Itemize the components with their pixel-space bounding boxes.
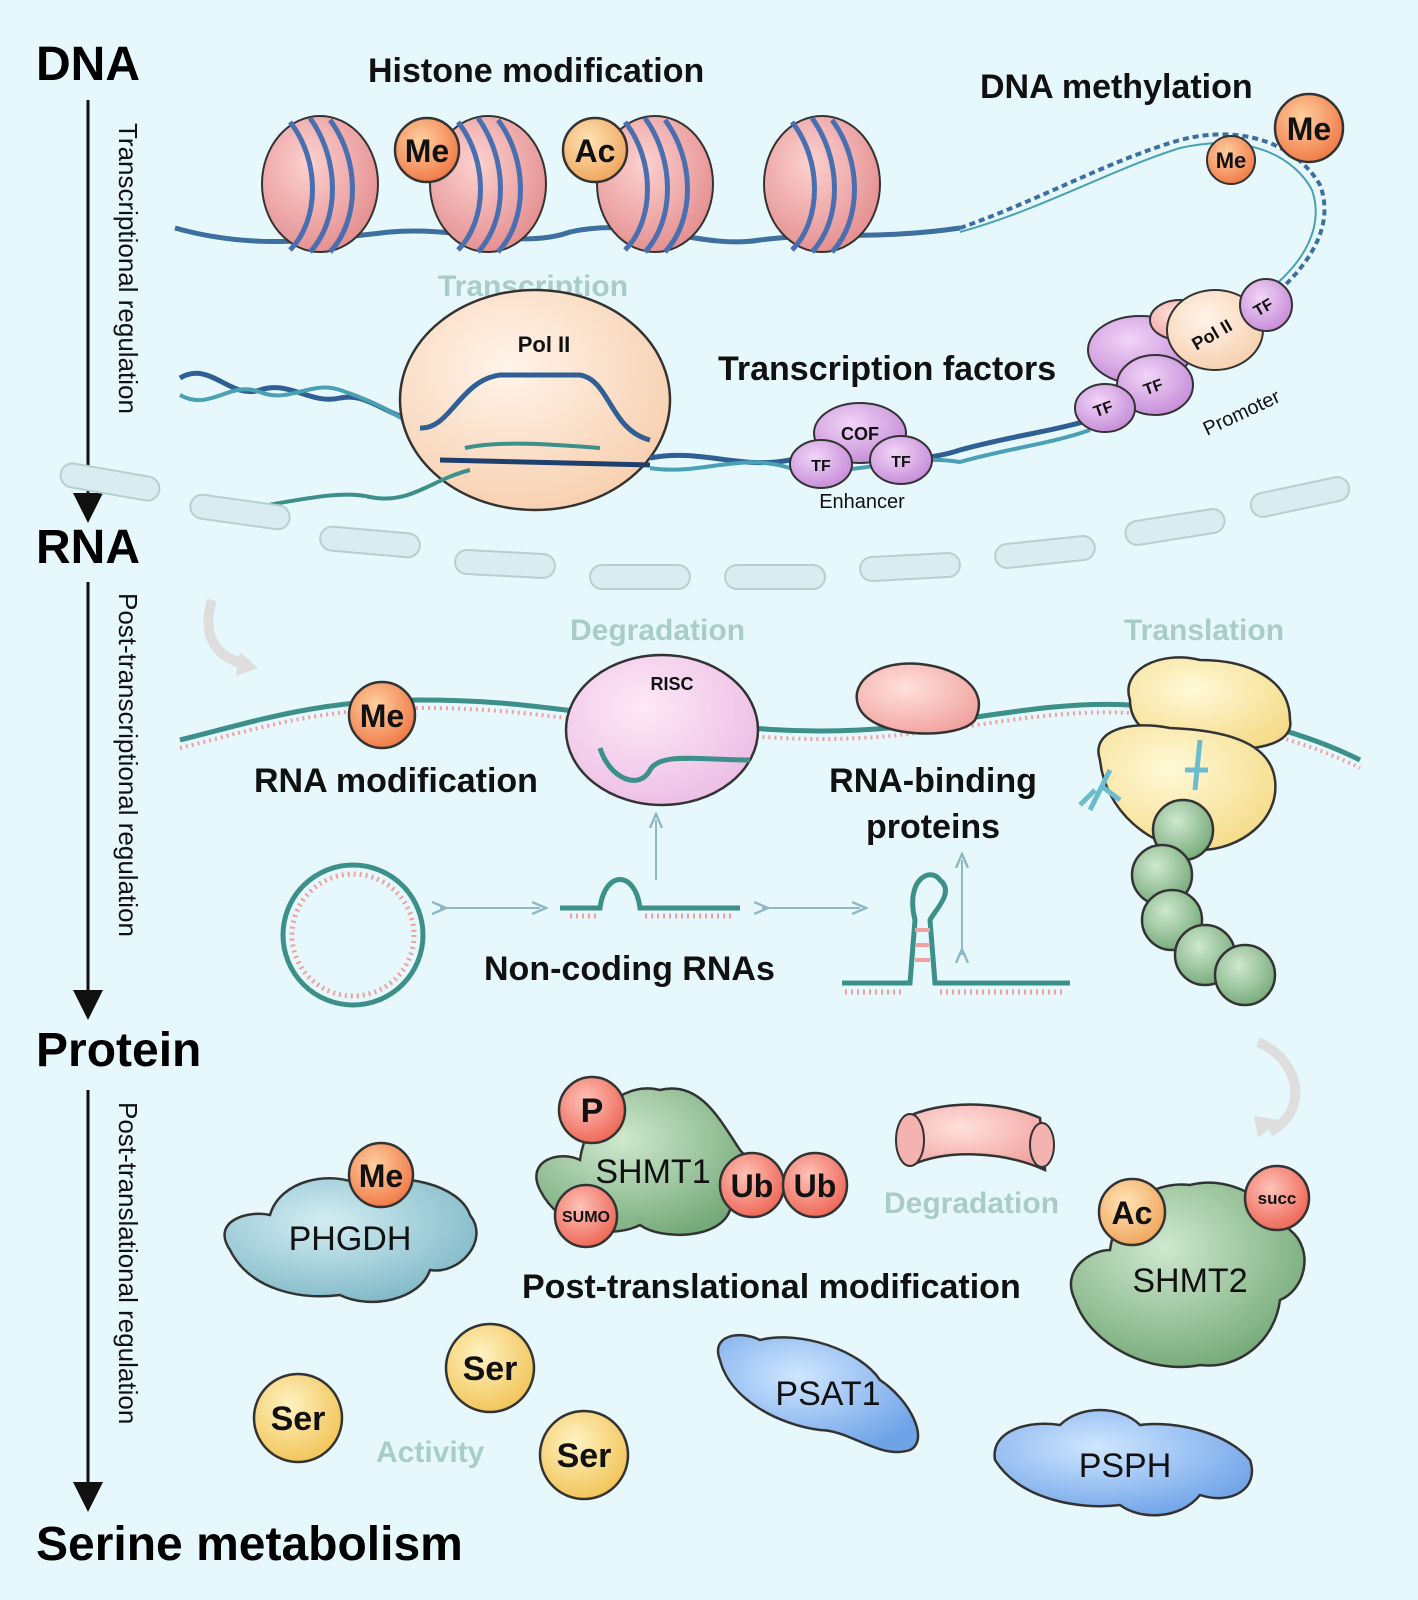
stage-protein: Protein: [36, 1024, 201, 1077]
svg-text:Me: Me: [1216, 148, 1247, 173]
svg-text:Ser: Ser: [271, 1400, 326, 1438]
tf-label: TF: [1141, 376, 1165, 399]
promoter-label: Promoter: [1200, 386, 1284, 441]
label-transcriptional-regulation: Transcriptional regulation: [113, 123, 143, 414]
psph-protein: PSPH: [993, 1408, 1254, 1517]
shmt1-label: SHMT1: [595, 1153, 710, 1191]
mirna-structure: [560, 877, 740, 919]
ubiquitin-badge: Ub: [718, 1151, 786, 1219]
dna-helix-right-b: [649, 428, 1091, 473]
stage-dna: DNA: [36, 38, 140, 91]
enhancer-complex: COF TF TF Enhancer: [789, 402, 933, 513]
rna-section: Degradation Translation Me RNA modificat…: [179, 598, 1362, 1008]
svg-text:Ac: Ac: [575, 133, 616, 169]
non-coding-rnas-label: Non-coding RNAs: [484, 950, 775, 988]
tf-label: TF: [811, 458, 831, 475]
rna-methyl-badge: Me: [347, 680, 417, 750]
risc-complex: RISC: [564, 653, 760, 807]
polypeptide-chain: [1130, 798, 1277, 1007]
curved-arrow-head-icon: [1254, 1116, 1280, 1138]
pol-ii-label: Pol II: [518, 332, 571, 357]
proteasome-icon: [895, 1103, 1055, 1173]
curved-arrow-icon: [203, 598, 251, 670]
curved-arrow-head-icon: [236, 652, 258, 676]
label-post-transcriptional-regulation: Post-transcriptional regulation: [113, 593, 143, 937]
lncrna-hairpin: [842, 872, 1070, 995]
transcription-section: Transcription Pol II Transcription facto…: [178, 270, 1293, 513]
ubiquitin-badge: Ub: [781, 1151, 849, 1219]
svg-text:Me: Me: [359, 1158, 403, 1194]
dna-methylation-title: DNA methylation: [980, 68, 1253, 106]
tf-label: TF: [891, 454, 911, 471]
psat1-protein: PSAT1: [716, 1333, 920, 1454]
enhancer-label: Enhancer: [819, 491, 905, 513]
stage-rna: RNA: [36, 521, 140, 574]
dna-helix-left-b: [179, 385, 422, 432]
serine-molecule: Ser: [538, 1409, 630, 1501]
risc-label: RISC: [650, 674, 693, 694]
phgdh-protein: PHGDH: [223, 1177, 478, 1304]
svg-text:Me: Me: [1287, 111, 1331, 147]
pol-ii-complex: Pol II: [398, 288, 672, 512]
shmt2-label: SHMT2: [1132, 1262, 1247, 1300]
phospho-badge: P: [557, 1075, 627, 1145]
histone-section: Histone modification Me Ac: [174, 52, 961, 254]
dna-methyl-badge-small: Me: [1206, 135, 1256, 185]
svg-text:Ub: Ub: [731, 1168, 774, 1204]
phgdh-methyl-badge: Me: [347, 1141, 415, 1209]
activity-label: Activity: [376, 1436, 485, 1469]
tf-label: TF: [1091, 398, 1115, 421]
rna-binding-label-1: RNA-binding: [829, 762, 1037, 800]
shmt2-protein: SHMT2: [1069, 1181, 1306, 1369]
ptm-label: Post-translational modification: [522, 1268, 1021, 1306]
cof-label: COF: [841, 424, 879, 444]
nucleosome: [763, 115, 881, 254]
histone-acetyl-badge: Ac: [561, 116, 629, 184]
label-post-translational-regulation: Post-translational regulation: [113, 1102, 143, 1424]
dna-helix-upper-b: [959, 142, 1317, 287]
translation-label: Translation: [1124, 614, 1284, 647]
rna-degradation-label: Degradation: [570, 614, 745, 647]
serine-molecule: Ser: [444, 1322, 536, 1414]
nascent-rna: [249, 468, 471, 510]
psat1-label: PSAT1: [775, 1375, 880, 1413]
svg-text:succ: succ: [1258, 1189, 1297, 1208]
left-axis: DNA Transcriptional regulation RNA Post-…: [36, 38, 463, 1571]
succinyl-badge: succ: [1243, 1164, 1311, 1232]
circular-rna: [280, 862, 426, 1008]
rna-modification-label: RNA modification: [254, 762, 538, 800]
svg-text:SUMO: SUMO: [562, 1209, 610, 1226]
rna-binding-protein: [855, 662, 981, 735]
protein-section: SHMT1 P Ub Ub SUMO PHGDH Me: [223, 1037, 1311, 1517]
transcription-factors-title: Transcription factors: [718, 350, 1056, 388]
protein-degradation-label: Degradation: [884, 1187, 1059, 1220]
dna-methylation-section: DNA methylation Me Me: [959, 68, 1345, 292]
histone-modification-title: Histone modification: [368, 52, 704, 90]
svg-text:Me: Me: [405, 133, 449, 169]
stage-serine-metabolism: Serine metabolism: [36, 1518, 463, 1571]
psph-label: PSPH: [1079, 1447, 1172, 1485]
ribosome: [1078, 656, 1292, 852]
svg-text:Ac: Ac: [1112, 1195, 1153, 1231]
shmt2-acetyl-badge: Ac: [1097, 1177, 1167, 1247]
curved-arrow-icon: [1255, 1037, 1301, 1137]
dna-methyl-badge-large: Me: [1273, 92, 1345, 164]
histone-methyl-badge: Me: [393, 116, 461, 184]
promoter-complex: Pol II TF TF TF Promoter: [1074, 278, 1293, 441]
svg-text:Ub: Ub: [794, 1168, 837, 1204]
serine-molecule: Ser: [252, 1372, 344, 1464]
phgdh-label: PHGDH: [289, 1220, 412, 1258]
sumo-badge: SUMO: [553, 1183, 619, 1249]
nucleosome: [261, 115, 379, 254]
svg-text:Ser: Ser: [463, 1350, 518, 1388]
svg-text:Me: Me: [360, 698, 404, 734]
svg-text:Ser: Ser: [557, 1437, 612, 1475]
rna-binding-label-2: proteins: [866, 808, 1000, 846]
svg-text:P: P: [581, 1092, 604, 1130]
dna-helix-upper: [959, 132, 1327, 292]
nuclear-membrane: [59, 462, 1351, 590]
